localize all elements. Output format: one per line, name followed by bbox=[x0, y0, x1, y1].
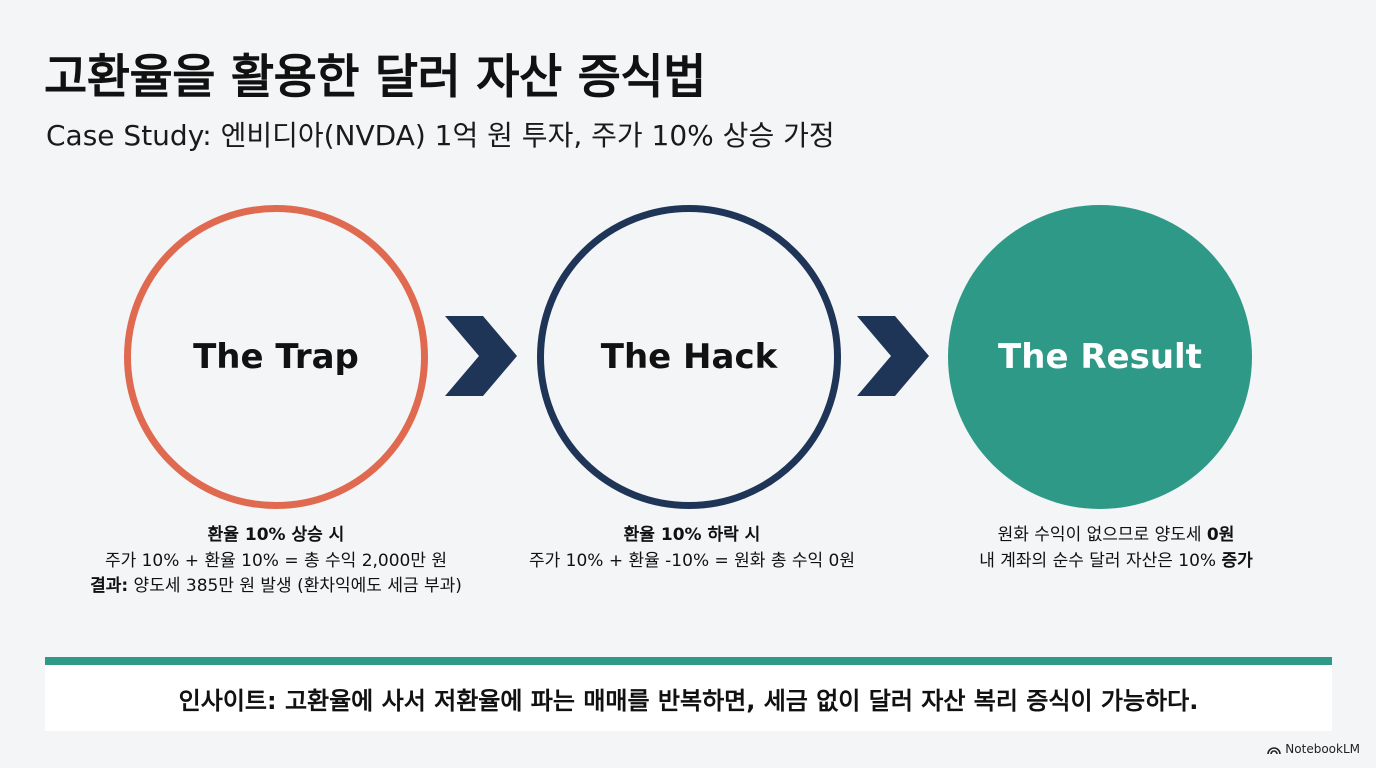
brand-watermark: NotebookLM bbox=[1267, 742, 1360, 756]
page-title: 고환율을 활용한 달러 자산 증식법 bbox=[44, 50, 706, 105]
trap-line-2: 결과: 양도세 385만 원 발생 (환차익에도 세금 부과) bbox=[46, 574, 506, 600]
insight-text: 인사이트: 고환율에 사서 저환율에 파는 매매를 반복하면, 세금 없이 달러… bbox=[178, 686, 1199, 715]
chevron-right-icon bbox=[445, 316, 517, 396]
result-line-2-bold: 증가 bbox=[1221, 550, 1253, 571]
hack-description: 환율 10% 하락 시 주가 10% + 환율 -10% = 원화 총 수익 0… bbox=[462, 523, 922, 574]
result-circle: The Result bbox=[948, 205, 1252, 509]
brand-name: NotebookLM bbox=[1285, 742, 1360, 756]
insight-divider bbox=[45, 657, 1332, 665]
result-line-1-bold: 0원 bbox=[1206, 525, 1235, 545]
result-line-1-text: 원화 수익이 없으므로 양도세 bbox=[997, 525, 1207, 545]
trap-circle: The Trap bbox=[124, 205, 428, 509]
result-line-2: 내 계좌의 순수 달러 자산은 10% 증가 bbox=[886, 549, 1346, 575]
result-description: 원화 수익이 없으므로 양도세 0원 내 계좌의 순수 달러 자산은 10% 증… bbox=[886, 523, 1346, 574]
insight-box: 인사이트: 고환율에 사서 저환율에 파는 매매를 반복하면, 세금 없이 달러… bbox=[45, 665, 1332, 731]
trap-result-label: 결과: bbox=[90, 576, 129, 596]
page-subtitle: Case Study: 엔비디아(NVDA) 1억 원 투자, 주가 10% 상… bbox=[46, 119, 835, 152]
result-line-2-text: 내 계좌의 순수 달러 자산은 10% bbox=[979, 550, 1222, 571]
hack-heading: 환율 10% 하락 시 bbox=[623, 525, 761, 545]
hack-line-1: 주가 10% + 환율 -10% = 원화 총 수익 0원 bbox=[528, 550, 856, 571]
trap-heading: 환율 10% 상승 시 bbox=[207, 525, 345, 545]
chevron-right-icon bbox=[857, 316, 929, 396]
result-label: The Result bbox=[998, 337, 1202, 377]
hack-label: The Hack bbox=[600, 337, 778, 377]
result-line-1: 원화 수익이 없으므로 양도세 0원 bbox=[886, 523, 1346, 549]
trap-label: The Trap bbox=[193, 337, 359, 377]
notebooklm-logo-icon bbox=[1267, 747, 1282, 755]
trap-result-text: 양도세 385만 원 발생 (환차익에도 세금 부과) bbox=[128, 576, 462, 596]
hack-circle: The Hack bbox=[537, 205, 841, 509]
trap-description: 환율 10% 상승 시 주가 10% + 환율 10% = 총 수익 2,000… bbox=[46, 523, 506, 600]
trap-line-1: 주가 10% + 환율 10% = 총 수익 2,000만 원 bbox=[104, 550, 448, 571]
